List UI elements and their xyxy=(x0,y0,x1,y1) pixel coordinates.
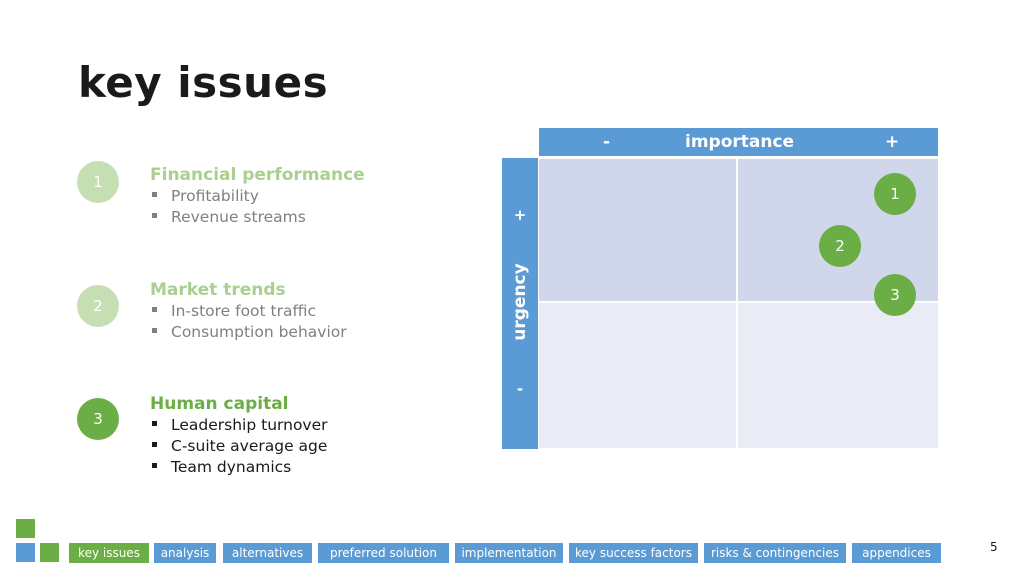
urgency-axis-bar: + urgency - xyxy=(502,158,538,449)
importance-label: importance xyxy=(685,132,795,152)
issue-1-bullets: Profitability Revenue streams xyxy=(152,186,306,228)
bullet-square-icon xyxy=(152,442,157,447)
matrix-marker-1: 1 xyxy=(874,173,916,215)
quadrant-bottom-right xyxy=(738,303,938,448)
issue-1-heading: Financial performance xyxy=(150,165,365,185)
nav-tab-key-success-factors[interactable]: key success factors xyxy=(569,543,698,563)
list-item: In-store foot traffic xyxy=(152,301,347,322)
bullet-square-icon xyxy=(152,328,157,333)
quadrant-top-left xyxy=(539,159,736,301)
bullet-square-icon xyxy=(152,463,157,468)
importance-minus: - xyxy=(603,132,611,152)
list-item: Team dynamics xyxy=(152,457,328,478)
bullet-square-icon xyxy=(152,213,157,218)
issue-2-heading: Market trends xyxy=(150,280,286,300)
urgency-minus: - xyxy=(516,380,524,398)
issue-1-number-badge: 1 xyxy=(77,161,119,203)
issue-3-bullets: Leadership turnover C-suite average age … xyxy=(152,415,328,478)
nav-tab-analysis[interactable]: analysis xyxy=(154,543,216,563)
nav-tab-implementation[interactable]: implementation xyxy=(455,543,563,563)
logo-square-green-top xyxy=(16,519,35,538)
issue-3-number-badge: 3 xyxy=(77,398,119,440)
list-item: Profitability xyxy=(152,186,306,207)
importance-plus: + xyxy=(885,132,900,152)
nav-tab-appendices[interactable]: appendices xyxy=(852,543,941,563)
urgency-plus: + xyxy=(513,206,527,224)
issue-2-number-badge: 2 xyxy=(77,285,119,327)
list-item: Leadership turnover xyxy=(152,415,328,436)
issue-2-bullets: In-store foot traffic Consumption behavi… xyxy=(152,301,347,343)
list-item: C-suite average age xyxy=(152,436,328,457)
bullet-square-icon xyxy=(152,307,157,312)
matrix-marker-2: 2 xyxy=(819,225,861,267)
nav-tab-key-issues[interactable]: key issues xyxy=(69,543,149,563)
issue-3-heading: Human capital xyxy=(150,394,289,414)
bullet-square-icon xyxy=(152,192,157,197)
logo-square-blue xyxy=(16,543,35,562)
list-item: Revenue streams xyxy=(152,207,306,228)
page-title: key issues xyxy=(78,58,329,107)
nav-tab-risks-contingencies[interactable]: risks & contingencies xyxy=(704,543,846,563)
urgency-label: urgency xyxy=(510,263,530,341)
bullet-square-icon xyxy=(152,421,157,426)
list-item: Consumption behavior xyxy=(152,322,347,343)
nav-tab-preferred-solution[interactable]: preferred solution xyxy=(318,543,449,563)
logo-square-green-bottom xyxy=(40,543,59,562)
quadrant-bottom-left xyxy=(539,303,736,448)
importance-axis-bar: - importance + xyxy=(539,128,938,156)
nav-tab-alternatives[interactable]: alternatives xyxy=(223,543,312,563)
matrix-marker-3: 3 xyxy=(874,274,916,316)
page-number: 5 xyxy=(990,540,998,554)
